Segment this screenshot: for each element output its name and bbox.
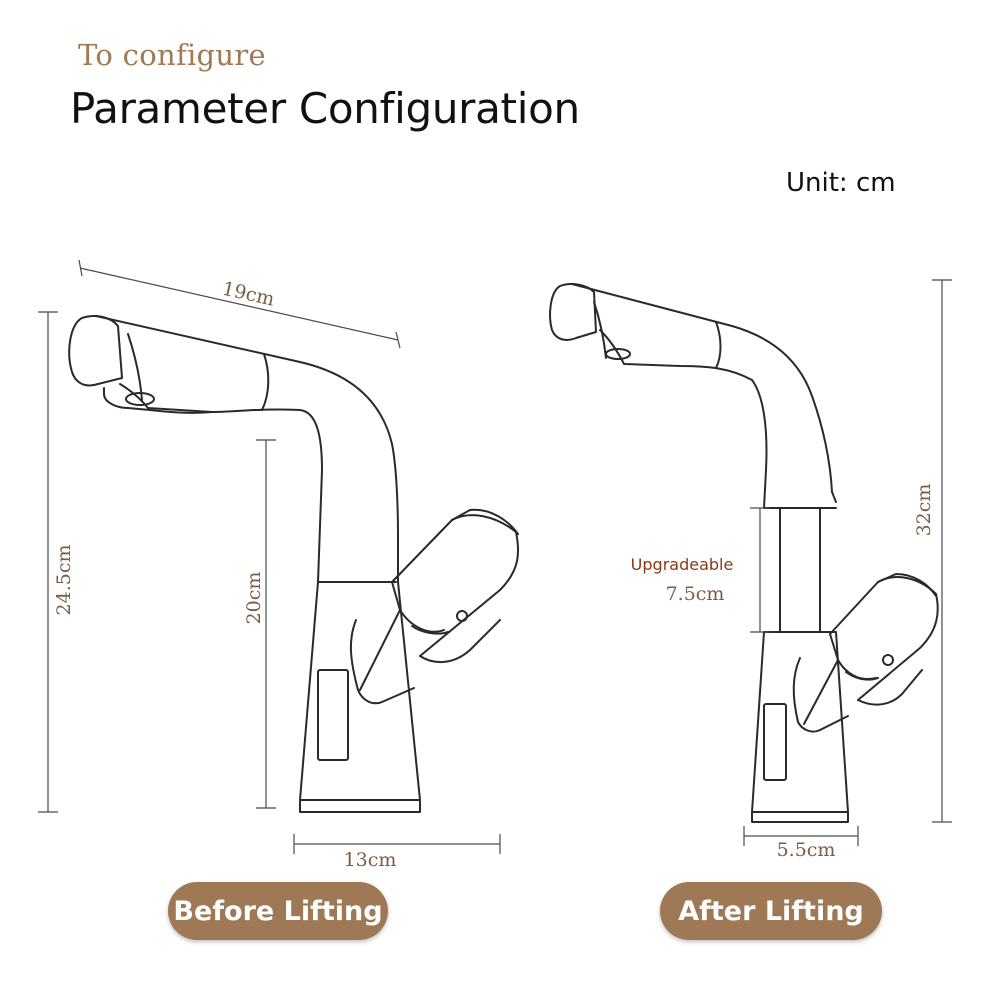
dim-total-height-after: 32cm	[913, 484, 935, 537]
after-lifting-badge: After Lifting	[660, 882, 882, 940]
dim-base-width-after: 5.5cm	[777, 839, 836, 861]
upgrade-label: Upgradeable	[631, 555, 734, 574]
unit-label: Unit: cm	[786, 168, 896, 198]
dim-base-width-before: 13cm	[344, 849, 397, 871]
faucet-after-drawing	[549, 283, 939, 823]
page-title: Parameter Configuration	[70, 84, 580, 133]
dim-spout-height-before: 20cm	[243, 572, 265, 625]
faucet-before-drawing	[68, 315, 520, 813]
dim-lift-height-after: 7.5cm	[666, 583, 725, 605]
subtitle: To configure	[78, 38, 267, 72]
dimension-lines-before	[38, 259, 501, 854]
before-lifting-badge: Before Lifting	[168, 882, 388, 940]
dim-total-height-before: 24.5cm	[53, 545, 75, 616]
dimension-lines-after	[743, 279, 952, 846]
